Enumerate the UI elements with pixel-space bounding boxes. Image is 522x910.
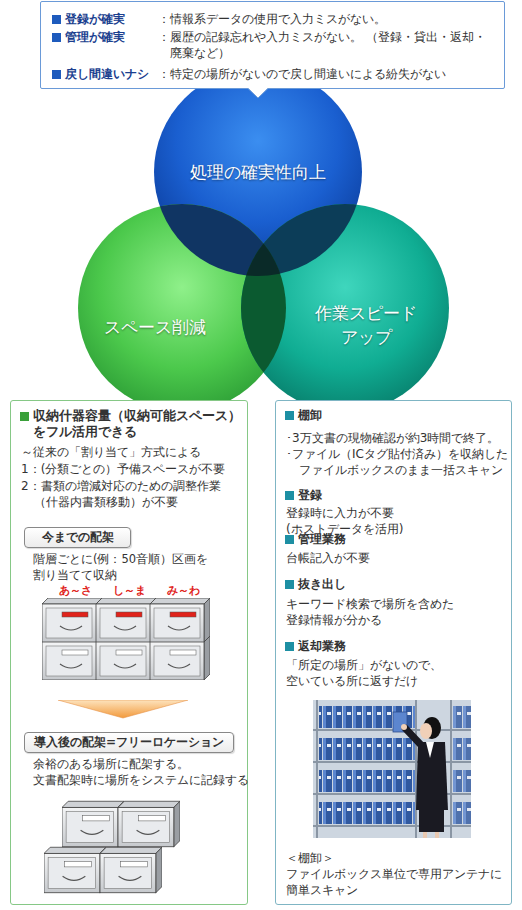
body-text: 1：(分類ごとの）予備スペースが不要 [21,461,243,477]
cabinet-free [44,792,224,902]
rect-part [419,810,444,832]
line-part [313,761,471,763]
body-text: 2：書類の増減対応のための調整作業 （什器内書類移動）が不要 [21,478,243,510]
use-part [44,847,106,892]
line-part [450,700,452,838]
use-part [118,801,180,846]
photo-inventory [313,700,471,838]
cabinet-fixed [42,598,218,688]
circle-part [241,204,449,412]
section-heading: 棚卸 [298,407,498,423]
item-text: ：特定の場所がないので戻し間違いによる紛失がない [158,66,493,82]
bullet-square [52,70,61,79]
circle-title: スペース削減 [80,315,230,339]
rect-part [319,700,415,828]
circle-title: 処理の確実性向上 [158,160,358,184]
use-part [96,598,156,642]
polygon-part [426,742,434,758]
line-part [313,825,471,827]
drawer-label: あ～さ [50,584,100,598]
line-part [313,729,471,731]
callout-pointer [248,88,268,100]
bullet-square [52,33,61,42]
bullet-square [285,491,294,500]
tag-box: 今までの配架 [24,527,131,548]
circle-fill [241,204,449,412]
circle-title: 作業スピード アップ [306,301,426,349]
panel-heading: 収納什器容量（収納可能スペース） をフル活用できる [33,408,245,440]
circle-fill [154,68,362,276]
rect-part [393,712,407,732]
photo-caption: ＜棚卸＞ [286,850,508,866]
bullet-square [285,642,294,651]
circle-fill [78,204,286,412]
line-part [316,700,318,838]
bullet-square [285,535,294,544]
body-text: 「所定の場所」がないので、 空いている所に返すだけ [286,657,508,689]
drawer-label: し～ま [104,584,154,598]
section-heading: 登録 [298,487,498,503]
body-text: 階層ごとに(例：50音順）区画を 割り当てて収納 [33,551,233,583]
tag-text: 今までの配架 [25,528,130,547]
body-text: 台帳記入が不要 [286,550,508,566]
use-part [42,636,102,680]
ellipse-part [420,723,432,739]
item-label: 戻し間違いナシ [65,66,157,82]
circle-part [241,204,449,412]
g-part [313,700,471,838]
rect-part [313,700,471,838]
bullet-square [285,411,294,420]
body-text: キーワード検索で場所を含めた 登録情報が分かる [286,596,508,628]
circle-part [241,204,449,412]
use-part [150,598,210,642]
section-heading: 返却業務 [298,638,498,654]
rect-part [453,700,471,828]
body-text: ･ファイル（ICタグ貼付済み）を収納した ファイルボックスのまま一括スキャン [286,446,508,478]
body-text: ～従来の「割り当て」方式による [21,444,243,460]
section-heading: 管理業務 [298,531,498,547]
path-part [416,742,448,810]
section-heading: 抜き出し [298,576,498,592]
bullet-square [20,412,29,421]
rect-part [435,832,439,838]
down-chevron [58,700,188,720]
body-text: 余裕のある場所に配架する。 文書配架時に場所をシステムに記録する [33,756,245,788]
use-part [96,636,156,680]
rect-part [423,832,427,838]
bullet-square [52,15,61,24]
item-text: ：履歴の記録忘れや入力ミスがない。 （登録・貸出・返却・廃棄など） [158,29,493,61]
use-part [150,636,210,680]
summary-box: 登録が確実：情報系データの使用で入力ミスがない。管理が確実：履歴の記録忘れや入力… [40,1,505,89]
item-label: 管理が確実 [65,29,157,45]
item-text: ：情報系データの使用で入力ミスがない。 [158,11,493,27]
use-part [100,847,162,892]
body-text: ･3万文書の現物確認が約3時間で終了。 [286,430,508,446]
drawer-label: み～わ [158,584,208,598]
tag-box: 導入後の配架=フリーロケーション [24,732,234,753]
photo-caption: ファイルボックス単位で専用アンテナに 簡単スキャン [286,866,508,898]
use-part [62,801,124,846]
bullet-square [285,580,294,589]
g-part [241,204,449,412]
item-label: 登録が確実 [65,11,157,27]
circle-part [401,724,407,730]
tag-text: 導入後の配架=フリーロケーション [25,733,233,752]
use-part [42,598,102,642]
line-part [415,700,417,838]
